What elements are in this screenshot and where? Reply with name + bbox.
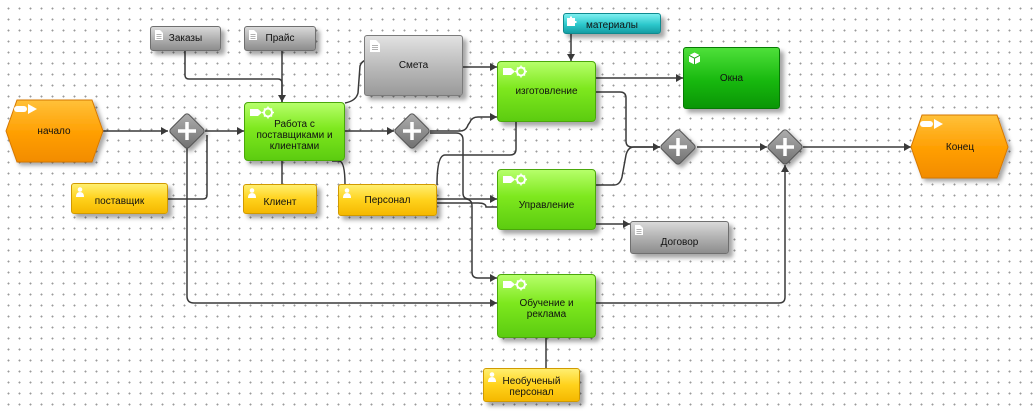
- connector-supplier-to-gw1: [168, 135, 208, 200]
- arrowhead: [676, 74, 683, 82]
- event-end[interactable]: [910, 114, 1009, 179]
- document-contract[interactable]: Договор: [630, 221, 729, 254]
- event-end-label: Конец: [945, 141, 975, 153]
- gateway-and-1[interactable]: [169, 113, 206, 150]
- connector-staff-to-work: [332, 160, 346, 186]
- arrowheads: [161, 54, 911, 307]
- event-icon: [14, 104, 37, 114]
- arrowhead: [490, 299, 497, 307]
- person-icon: [488, 372, 496, 382]
- person-icon: [76, 187, 84, 197]
- plus-icon: [776, 138, 794, 156]
- function-training-ads[interactable]: Обучение и реклама: [497, 274, 596, 338]
- event-start[interactable]: [5, 99, 104, 163]
- plus-icon: [403, 122, 421, 140]
- person-icon: [248, 188, 256, 198]
- connector-orders-to-work: [184, 51, 283, 102]
- arrowhead: [653, 143, 660, 151]
- document-price[interactable]: Прайс: [244, 26, 316, 51]
- gateway-and-2[interactable]: [394, 113, 431, 150]
- arrowhead: [567, 54, 575, 61]
- material-materials[interactable]: материалы: [563, 13, 661, 34]
- arrowhead: [278, 95, 286, 102]
- role-client[interactable]: Клиент: [243, 184, 317, 214]
- connector-gw2-to-mgmt: [430, 132, 497, 200]
- plus-icon: [178, 122, 196, 140]
- person-icon: [343, 188, 351, 198]
- arrowhead: [161, 127, 168, 135]
- connector-gw1-to-training: [186, 148, 497, 304]
- document-icon: [155, 30, 163, 40]
- arrowhead: [904, 143, 911, 151]
- function-work-with-suppliers[interactable]: Работа с поставщиками и клиентами: [244, 102, 345, 161]
- connector-gw2-to-mfg: [430, 116, 497, 132]
- gateway-and-4[interactable]: [767, 129, 804, 166]
- cube-icon: [688, 52, 701, 65]
- function-management[interactable]: Управление: [497, 169, 596, 230]
- document-icon: [635, 225, 643, 235]
- function-icon: [503, 278, 527, 291]
- connector-staff-to-mgmt: [437, 198, 497, 279]
- function-icon: [250, 106, 274, 119]
- arrowhead: [387, 127, 394, 135]
- connector-mfg-to-gw3: [596, 91, 660, 148]
- product-windows[interactable]: Окна: [683, 47, 780, 109]
- arrowhead: [490, 195, 497, 203]
- arrowhead: [237, 127, 244, 135]
- arrowhead: [490, 113, 497, 121]
- arrowhead: [760, 143, 767, 151]
- function-icon: [503, 173, 527, 186]
- role-untrained-staff[interactable]: Необученый персонал: [483, 368, 580, 402]
- arrowhead: [490, 274, 497, 282]
- document-orders[interactable]: Заказы: [150, 26, 221, 51]
- connector-staff-to-contract: [437, 202, 497, 208]
- plus-icon: [669, 138, 687, 156]
- arrowhead: [781, 165, 789, 172]
- event-start-label: начало: [37, 125, 71, 137]
- document-icon: [370, 40, 380, 52]
- document-estimate[interactable]: Смета: [364, 35, 463, 96]
- function-icon: [503, 65, 527, 78]
- event-icon: [920, 119, 943, 129]
- gateway-and-3[interactable]: [660, 129, 697, 166]
- role-staff[interactable]: Персонал: [338, 184, 437, 216]
- arrowhead: [623, 220, 630, 228]
- document-icon: [249, 30, 257, 40]
- connectors: [100, 34, 911, 368]
- puzzle-icon: [567, 16, 577, 26]
- connector-training-to-gw4: [596, 165, 786, 304]
- arrowhead: [490, 63, 497, 71]
- function-manufacturing[interactable]: изготовление: [497, 61, 596, 122]
- connector-staff-to-mfg: [436, 122, 517, 186]
- connector-mgmt-to-gw3: [596, 146, 660, 186]
- role-supplier[interactable]: поставщик: [71, 183, 168, 214]
